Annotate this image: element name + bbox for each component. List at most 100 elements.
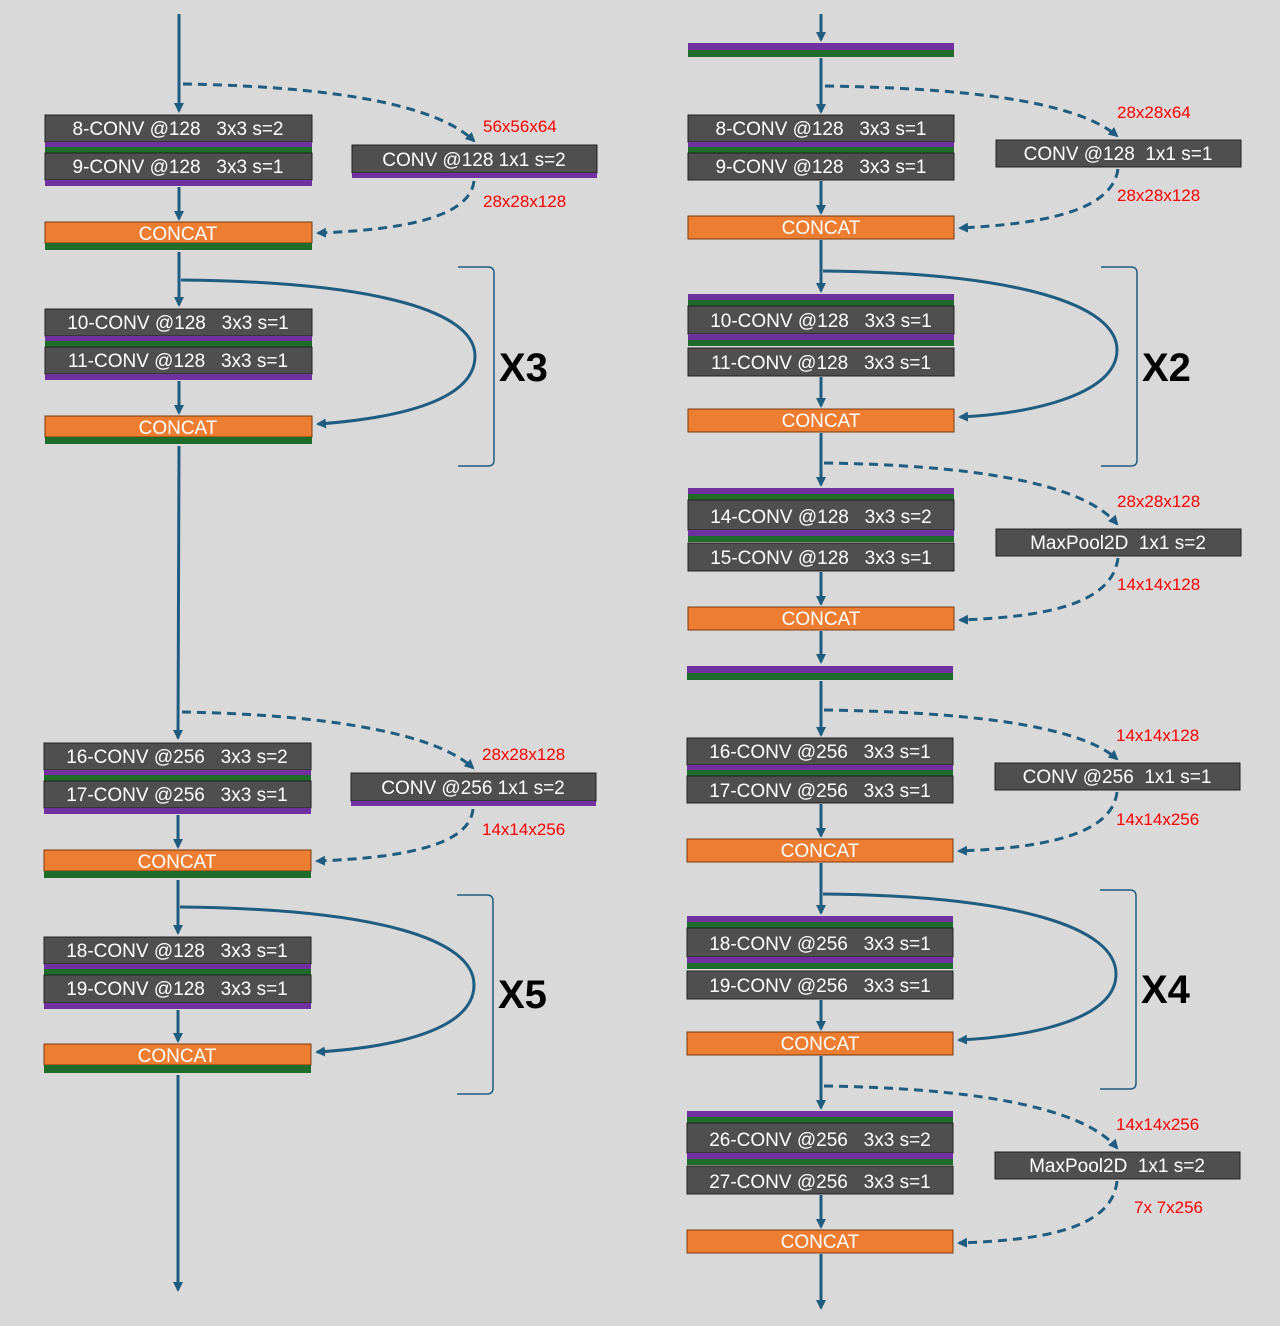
right-s1-dim-in: 28x28x64 [1117,103,1191,122]
left-s1-conv-b-label: 9-CONV @128 3x3 s=1 [73,157,284,178]
right-s5-conv-a-stripe [687,957,953,963]
right-s6-concat-label: CONCAT [781,1232,860,1253]
right-s6-shortcut-in-arrow [823,1084,1119,1150]
left-s2-conv-a-stripe-green [45,341,312,347]
left-s2-repeat-bracket [458,266,495,467]
left-s1-conv-a-block [44,114,313,143]
right-s4-dim-in: 14x14x128 [1116,726,1199,745]
left-s3-concat-label: CONCAT [138,852,217,873]
left-s2-conv-b-label: 11-CONV @128 3x3 s=1 [68,351,288,372]
left-s1-concat-stripe [45,243,312,250]
right-mid-bar-purple [687,666,953,673]
right-s4-conv-a-label: 16-CONV @256 3x3 s=1 [709,742,931,763]
left-s3-conv-b-label: 17-CONV @256 3x3 s=1 [66,785,288,806]
right-s3-concat-label: CONCAT [782,609,861,630]
left-s3-shortcut-stripe [351,801,596,806]
right-s1-shortcut-label: CONV @128 1x1 s=1 [1024,144,1213,165]
right-s3-conv-a-label: 14-CONV @128 3x3 s=2 [710,507,932,528]
left-s4-conv-a-label: 18-CONV @128 3x3 s=1 [66,941,288,962]
right-s4-conv-a-stripe [687,765,953,770]
right-s5-conv-b-label: 19-CONV @256 3x3 s=1 [709,976,931,997]
left-s3-dim-in: 28x28x128 [482,745,565,764]
left-s1-conv-a-stripe-green [45,147,312,153]
left-s3-dim-out: 14x14x256 [482,820,565,839]
left-s3-conv-b-block [43,780,312,809]
right-s3-dim-out: 14x14x128 [1117,575,1200,594]
right-s5-repeat-bracket [1100,889,1137,1090]
right-s2-conv-b-label: 11-CONV @128 3x3 s=1 [711,353,931,374]
left-s4-repeat-label: X5 [498,973,547,1017]
right-s3-shortcut-out-arrow [958,557,1120,625]
right-column: 8-CONV @128 3x3 s=1 9-CONV @128 3x3 s=1 … [686,14,1242,1310]
left-s1-conv-b-block [44,152,313,181]
right-s6-dim-in: 14x14x256 [1116,1115,1199,1134]
left-s3-conv-a-label: 16-CONV @256 3x3 s=2 [66,747,288,768]
right-s6-dim-out: 7x 7x256 [1134,1198,1203,1217]
right-s2-conv-a-stripe-green [688,340,954,346]
left-s4-concat-label: CONCAT [138,1046,217,1067]
right-s1-dim-out: 28x28x128 [1117,186,1200,205]
right-s5-conv-a-stripe-green [687,963,953,969]
right-s1-conv-a-label: 8-CONV @128 3x3 s=1 [716,119,927,140]
left-s1-shortcut-label: CONV @128 1x1 s=2 [382,150,566,171]
right-s4-conv-a-stripe-green [687,770,953,776]
right-s6-concat-block [686,1229,954,1254]
left-s3-conv-b-stripe [44,808,311,814]
left-s1-dim-out: 28x28x128 [483,192,566,211]
right-s6-shortcut-label: MaxPool2D 1x1 s=2 [1029,1156,1205,1177]
left-s3-shortcut-block [350,772,597,802]
left-s2-conv-b-block [44,346,313,375]
left-s3-conv-a-stripe-green [44,775,311,781]
right-s6-conv-b-label: 27-CONV @256 3x3 s=1 [709,1172,931,1193]
right-s5-top-stripe-green [687,922,953,928]
right-s5-conv-a-label: 18-CONV @256 3x3 s=1 [709,934,931,955]
right-s4-shortcut-out-arrow [957,791,1119,856]
right-s2-concat-label: CONCAT [782,411,861,432]
right-s1-conv-a-stripe-green [688,147,954,153]
left-s3-shortcut-out-arrow [315,808,475,866]
right-s3-conv-b-label: 15-CONV @128 3x3 s=1 [710,548,932,569]
left-s2-conv-b-stripe [45,374,312,380]
right-s1-shortcut-block [995,139,1242,168]
left-s3-shortcut-in-arrow [181,710,475,770]
right-s4-shortcut-label: CONV @256 1x1 s=1 [1023,767,1212,788]
right-s1-conv-b-label: 9-CONV @128 3x3 s=1 [716,157,927,178]
right-s6-conv-a-stripe-green [687,1159,953,1165]
left-s4-conv-a-block [43,936,312,965]
right-s3-concat-block [687,606,955,631]
right-s6-conv-a-block [686,1122,954,1154]
right-s2-conv-b-block [687,347,955,377]
left-s1-shortcut-stripe [352,173,597,178]
left-s1-shortcut-out-arrow [316,180,476,238]
left-s4-conv-a-stripe [44,964,311,969]
right-s1-shortcut-out-arrow [958,168,1120,233]
left-s4-repeat-bracket [457,894,494,1095]
right-input-bar-purple [688,43,954,50]
left-s1-conv-b-stripe [45,180,312,186]
left-s3-shortcut-label: CONV @256 1x1 s=2 [381,778,565,799]
left-s4-conv-a-stripe-green [44,969,311,975]
right-s4-concat-label: CONCAT [781,841,860,862]
left-flow-long-segment [173,445,184,740]
right-s1-concat-block [687,215,955,240]
left-s3-conv-a-block [43,742,312,771]
right-s4-dim-out: 14x14x256 [1116,810,1199,829]
right-input-bar-green [688,50,954,57]
right-s2-top-stripe-green [688,300,954,306]
left-s1-dim-in: 56x56x64 [483,117,557,136]
right-s4-conv-b-block [686,775,954,804]
right-s6-conv-a-label: 26-CONV @256 3x3 s=2 [709,1130,931,1151]
left-s4-conv-b-label: 19-CONV @128 3x3 s=1 [66,979,288,1000]
right-s6-conv-b-block [686,1165,954,1195]
right-s3-shortcut-block [995,528,1242,557]
right-s4-shortcut-in-arrow [823,708,1119,761]
left-s2-concat-label: CONCAT [139,418,218,439]
right-s5-top-stripe-purple [687,916,953,922]
right-s6-top-stripe-green [687,1117,953,1123]
right-s4-shortcut-block [994,762,1241,791]
right-s4-concat-block [686,838,954,863]
left-s1-conv-a-stripe [45,142,312,147]
right-s3-conv-a-stripe-green [688,536,954,542]
left-column: 8-CONV @128 3x3 s=2 9-CONV @128 3x3 s=1 … [43,14,598,1292]
right-s3-conv-a-stripe [688,530,954,536]
